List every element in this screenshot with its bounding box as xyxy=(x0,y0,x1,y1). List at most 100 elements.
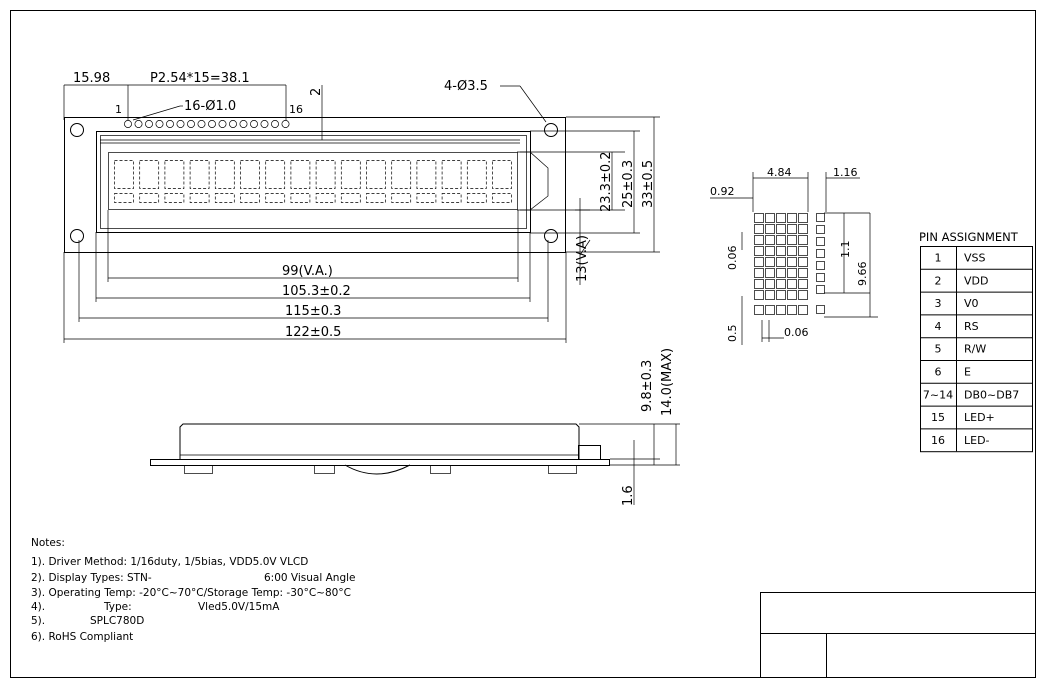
dim-115: 115±0.3 xyxy=(285,304,341,319)
dim-33: 33±0.5 xyxy=(641,160,656,208)
dot-cell xyxy=(787,246,797,256)
pin-name: RS xyxy=(964,320,979,333)
note-line-5: 5). xyxy=(31,615,45,627)
dot-cell xyxy=(776,213,786,223)
char-cell xyxy=(391,160,412,189)
char-cell xyxy=(114,193,134,203)
dot-cell xyxy=(787,224,797,234)
dot-cell xyxy=(754,246,764,256)
pin-hole-icon xyxy=(260,120,269,128)
pin-table-title: PIN ASSIGNMENT xyxy=(919,230,1019,244)
pin-hole-icon xyxy=(229,120,237,128)
char-cell xyxy=(290,193,311,203)
dot-cell xyxy=(787,268,797,278)
pin-hole-icon xyxy=(239,120,248,128)
dim-1-6: 1.6 xyxy=(621,485,636,506)
dot-cell xyxy=(754,268,764,278)
dot-cell xyxy=(798,224,808,234)
cdim-4-84: 4.84 xyxy=(767,166,792,179)
dim-25: 25±0.3 xyxy=(621,160,636,208)
dim-pitch: P2.54*15=38.1 xyxy=(150,71,250,86)
dot-cell xyxy=(798,290,808,300)
dot-cell xyxy=(787,290,797,300)
note-line-1: 1). Driver Method: 1/16duty, 1/5bias, VD… xyxy=(31,556,308,568)
dim-4-holes: 4-Ø3.5 xyxy=(444,79,488,94)
pin-hole-icon xyxy=(155,120,164,128)
dot-cell xyxy=(754,257,764,267)
char-cell xyxy=(164,160,185,189)
char-cell xyxy=(189,193,210,203)
dot-cell xyxy=(776,257,786,267)
pin-hole-icon xyxy=(208,120,216,128)
char-cell xyxy=(441,193,462,203)
char-cell xyxy=(139,160,160,189)
top-view: 15.98 P2.54*15=38.1 1 16 16-Ø1.0 2 4-Ø3.… xyxy=(63,71,660,343)
pin-hole-icon xyxy=(134,120,143,128)
note-line-4-type: Type: xyxy=(103,601,132,613)
char-cell xyxy=(164,193,185,203)
char-cell xyxy=(366,160,386,189)
char-cell xyxy=(416,193,437,203)
note-line-2-extra: 6:00 Visual Angle xyxy=(264,572,355,584)
pin-name: LED+ xyxy=(964,411,995,424)
pin-number: 2 xyxy=(935,274,942,287)
bezel-outline xyxy=(96,131,531,233)
dot-cell xyxy=(765,257,775,267)
char-cell xyxy=(391,193,412,203)
char-cell xyxy=(214,193,235,203)
cursor-dot-cell xyxy=(754,305,764,315)
dim-2: 2 xyxy=(309,88,324,96)
dot-cell xyxy=(787,213,797,223)
dot-cell xyxy=(765,224,775,234)
dot-cell xyxy=(754,235,764,245)
dot-cell xyxy=(754,213,764,223)
note-line-2: 2). Display Types: STN- xyxy=(31,572,152,584)
char-cell xyxy=(340,160,361,189)
sheet-border xyxy=(10,10,1036,678)
dim-23-3: 23.3±0.2 xyxy=(599,151,614,212)
char-cell xyxy=(315,160,336,189)
dot-cell xyxy=(776,224,786,234)
dot-cell xyxy=(754,279,764,289)
pin-number: 15 xyxy=(931,411,945,424)
pin-number: 16 xyxy=(931,434,945,447)
dot-cell xyxy=(754,224,764,234)
dot-cell xyxy=(776,290,786,300)
dot-matrix xyxy=(754,213,808,315)
pin-number: 3 xyxy=(935,297,942,310)
dot-cell xyxy=(765,235,775,245)
dot-cell xyxy=(776,279,786,289)
note-line-5-extra: SPLC780D xyxy=(90,615,144,627)
mount-hole-icon xyxy=(70,229,84,243)
dot-cell xyxy=(798,235,808,245)
pin-name: VDD xyxy=(964,274,988,287)
pin-name: DB0~DB7 xyxy=(964,388,1019,401)
cursor-dot-cell xyxy=(798,305,808,315)
dot-cell xyxy=(765,290,775,300)
pin-name: LED- xyxy=(964,434,990,447)
dot-cell xyxy=(798,246,808,256)
pin-number: 6 xyxy=(935,366,942,379)
pin-name: E xyxy=(964,366,971,379)
pin16-label: 16 xyxy=(289,103,303,116)
dot-cell xyxy=(765,268,775,278)
cdim-1-16: 1.16 xyxy=(833,166,858,179)
pin-number: 7~14 xyxy=(923,388,953,401)
char-cell xyxy=(240,193,260,203)
char-cell xyxy=(416,160,437,189)
notes-block: Notes: 1). Driver Method: 1/16duty, 1/5b… xyxy=(31,537,355,643)
pin-name: VSS xyxy=(964,252,986,265)
pin-number: 5 xyxy=(935,343,942,356)
cdim-9-66: 9.66 xyxy=(856,262,869,287)
char-cell xyxy=(214,160,235,189)
char-cell xyxy=(265,193,286,203)
dim-15-98: 15.98 xyxy=(73,71,110,86)
char-cell xyxy=(340,193,361,203)
viewing-area xyxy=(108,152,518,210)
cdim-0-06a: 0.06 xyxy=(726,246,739,271)
cursor-dot-cell xyxy=(776,305,786,315)
dim-99va: 99(V.A.) xyxy=(282,264,333,279)
mount-hole-icon xyxy=(544,229,558,243)
dim-14-max: 14.0(MAX) xyxy=(660,348,675,416)
